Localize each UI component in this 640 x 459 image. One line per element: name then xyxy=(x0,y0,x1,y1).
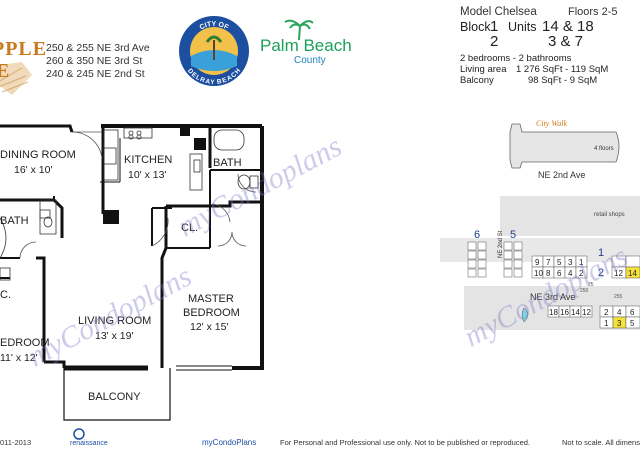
footer-scale-note: Not to scale. All dimens xyxy=(562,438,640,447)
block-units-info: Block 1 2 Units 14 & 18 3 & 7 xyxy=(460,18,640,52)
street-number: 250 xyxy=(580,288,589,294)
address-line: 250 & 255 NE 3rd Ave xyxy=(46,42,150,54)
palm-beach-subtitle: County xyxy=(294,55,326,66)
site-map: City Walk 4 floors NE 2nd Ave retail sho… xyxy=(440,110,640,380)
room-kitchen-dim: 10' x 13' xyxy=(128,169,166,181)
unit-cell: 8 xyxy=(546,269,551,278)
unit-cell: 1 xyxy=(579,258,584,267)
balcony-label: Balcony xyxy=(460,75,494,86)
floor-plan: DINING ROOM 16' x 10' KITCHEN 10' x 13' … xyxy=(0,118,270,428)
address-line: 260 & 350 NE 3rd St xyxy=(46,55,143,67)
address-list: 250 & 255 NE 3rd Ave 260 & 350 NE 3rd St… xyxy=(46,42,150,81)
unit-cell: 1 xyxy=(604,319,609,328)
developer-logo: renaissance xyxy=(70,428,120,452)
block-label: Block xyxy=(460,20,491,34)
footer-copyright: 011-2013 xyxy=(0,438,32,447)
room-dining-label: DINING ROOM xyxy=(0,149,76,161)
unit-cell: 10 xyxy=(534,269,543,278)
developer-emblem-icon xyxy=(73,428,85,440)
block-6-label: 6 xyxy=(474,229,480,241)
room-closet-left-label: C. xyxy=(0,289,11,301)
unit-cell: 3 xyxy=(568,258,573,267)
unit-cell: 7 xyxy=(546,258,551,267)
block-2-label: 2 xyxy=(598,267,604,279)
unit-cell: 9 xyxy=(535,258,540,267)
footer-disclaimer: For Personal and Professional use only. … xyxy=(280,438,531,447)
room-living-label: LIVING ROOM xyxy=(78,315,151,327)
units-label: Units xyxy=(508,20,537,34)
room-balcony-label: BALCONY xyxy=(88,391,141,403)
seal-top-text: CITY OF xyxy=(199,21,230,32)
street-ne-3rd-ave: NE 3rd Ave xyxy=(530,292,575,302)
room-kitchen-label: KITCHEN xyxy=(124,154,172,166)
left-brand-word-top: PPLE xyxy=(0,38,48,60)
unit-cell: 12 xyxy=(614,269,623,278)
units-row-2: 3 & 7 xyxy=(548,33,584,50)
street-number: 255 xyxy=(614,294,623,300)
unit-cell-highlight: 3 xyxy=(617,319,622,328)
living-area-label: Living area xyxy=(460,64,507,75)
developer-name: renaissance xyxy=(70,440,108,447)
unit-cell: 6 xyxy=(557,269,562,278)
retail-shops-label: retail shops xyxy=(594,212,625,218)
unit-cell: 12 xyxy=(582,308,591,317)
unit-cell: 2 xyxy=(604,308,609,317)
svg-text:CITY OF: CITY OF xyxy=(199,21,230,32)
model-name: Model Chelsea xyxy=(460,6,537,18)
pool-icon xyxy=(521,307,529,323)
block-number-2: 2 xyxy=(490,33,499,50)
units-row-1: 14 & 18 xyxy=(542,18,594,35)
room-closet-label: CL. xyxy=(181,222,198,234)
block-5-label: 5 xyxy=(510,229,516,241)
palm-beach-county-logo: Palm Beach County xyxy=(260,19,352,70)
unit-cell: 2 xyxy=(579,269,584,278)
left-brand-word-bottom: E xyxy=(0,60,11,82)
room-living-dim: 13' x 19' xyxy=(95,330,133,342)
city-seal-icon: CITY OF DELRAY BEACH xyxy=(179,16,249,86)
model-floors: Floors 2-5 xyxy=(568,6,618,18)
unit-cell-highlight: 14 xyxy=(628,269,637,278)
unit-cell: 18 xyxy=(549,308,558,317)
room-bath-right-label: BATH xyxy=(213,157,242,169)
delray-beach-seal: CITY OF DELRAY BEACH xyxy=(177,14,251,88)
room-master-dim: 12' x 15' xyxy=(190,321,228,333)
room-dining-dim: 16' x 10' xyxy=(14,164,52,176)
street-number: 25 xyxy=(588,282,594,288)
citywalk-logo: City Walk xyxy=(536,119,567,128)
floor-plan-drawing: DINING ROOM 16' x 10' KITCHEN 10' x 13' … xyxy=(0,124,264,421)
street-ne-2nd-ave: NE 2nd Ave xyxy=(538,170,585,180)
unit-cell: 16 xyxy=(560,308,569,317)
room-bath-left-label: BATH xyxy=(0,215,29,227)
room-bedroom-label: EDROOM xyxy=(0,337,50,349)
footer-brand: myCondoPlans xyxy=(202,438,257,447)
street-ne-2nd-st: NE 2nd St xyxy=(498,230,504,258)
floors-note: 4 floors xyxy=(594,146,614,152)
bed-bath-count: 2 bedrooms - 2 bathrooms xyxy=(460,53,572,64)
unit-cell: 5 xyxy=(557,258,562,267)
balcony-value: 98 SqFt - 9 SqM xyxy=(528,75,598,86)
palm-beach-title: Palm Beach xyxy=(260,36,352,55)
living-area-value: 1 276 SqFt - 119 SqM xyxy=(516,64,609,75)
unit-cell: 5 xyxy=(630,319,635,328)
palm-tree-icon xyxy=(284,19,314,40)
address-line: 240 & 245 NE 2nd St xyxy=(46,68,145,80)
room-master-label-2: BEDROOM xyxy=(183,307,240,319)
pineapple-icon xyxy=(0,62,32,95)
room-bedroom-dim: 11' x 12' xyxy=(0,352,38,364)
unit-specs: 2 bedrooms - 2 bathrooms Living area 1 2… xyxy=(460,53,640,89)
unit-cell: 4 xyxy=(568,269,573,278)
unit-cell: 4 xyxy=(617,308,622,317)
unit-cell: 14 xyxy=(571,308,580,317)
unit-cell: 6 xyxy=(630,308,635,317)
block-1-label: 1 xyxy=(598,247,604,259)
block-number-1: 1 xyxy=(490,18,499,35)
site-map-drawing: City Walk 4 floors NE 2nd Ave retail sho… xyxy=(440,119,640,330)
room-master-label: MASTER xyxy=(188,293,234,305)
left-brand-logo: PPLE E xyxy=(0,20,46,100)
